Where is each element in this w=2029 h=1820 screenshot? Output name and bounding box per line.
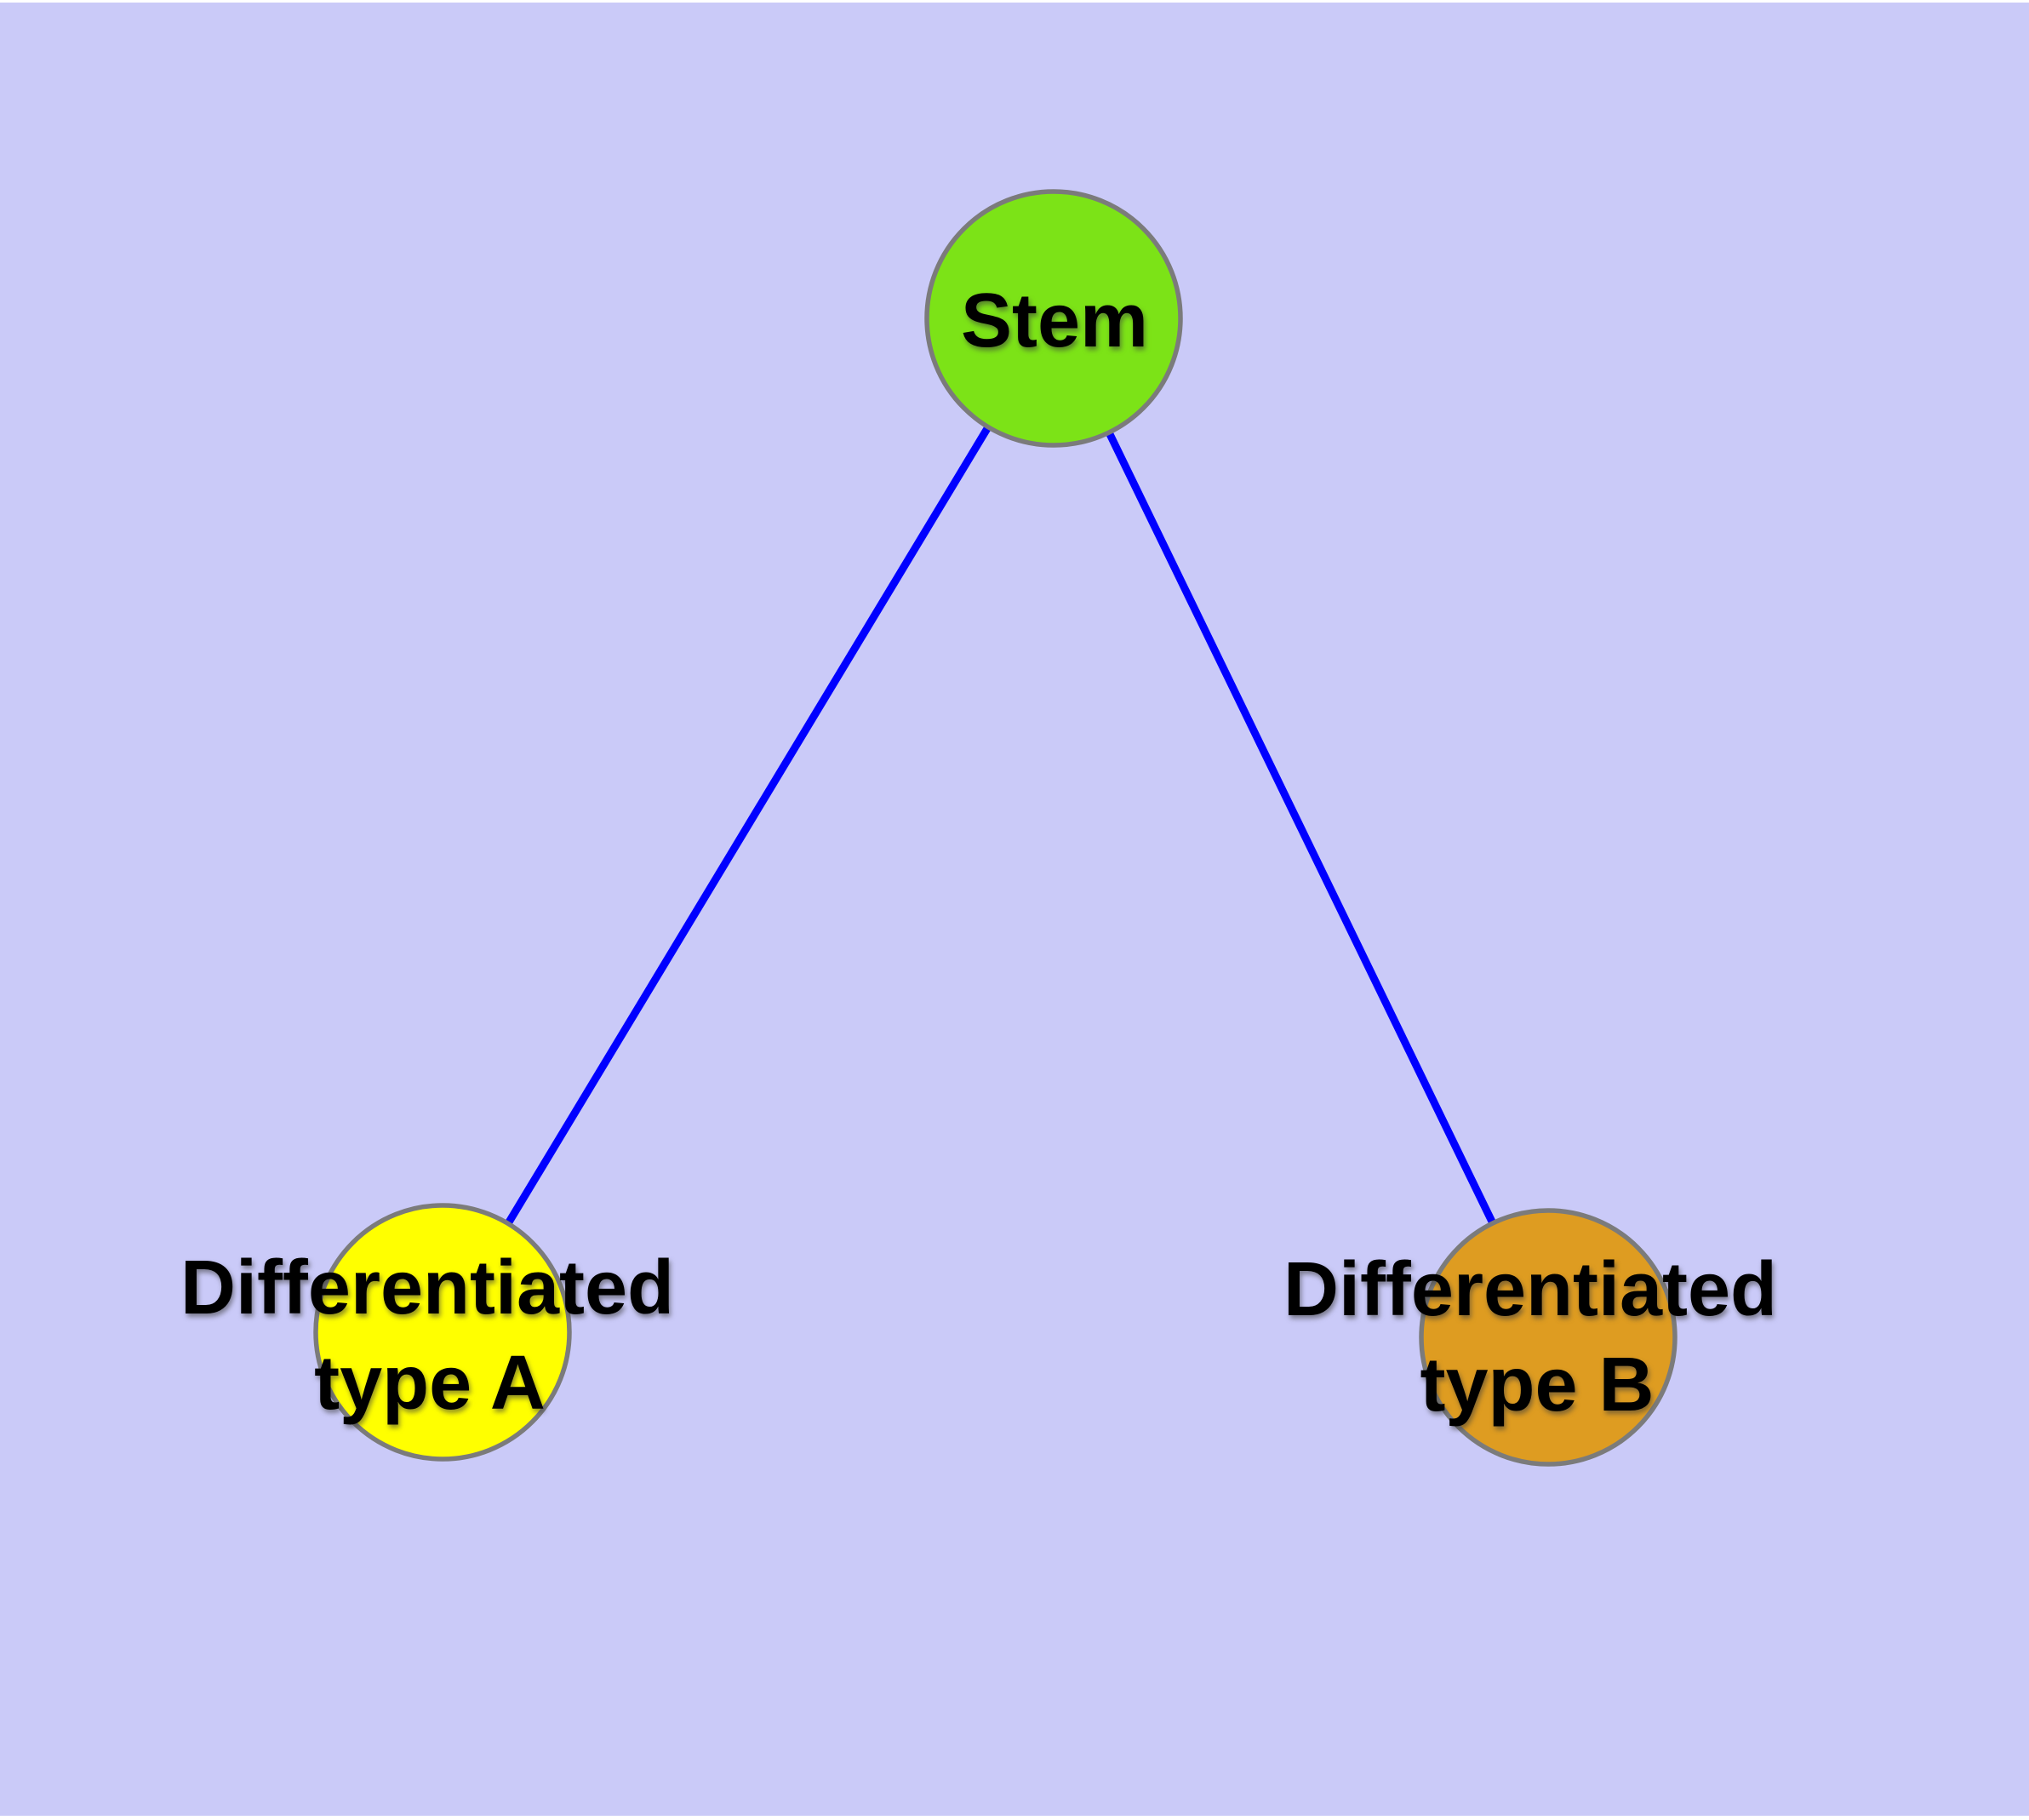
edge-stem-to-type-b xyxy=(1049,317,1552,1339)
stem-node-label: Stem xyxy=(961,278,1148,363)
type-a-node-label-line1: Differentiated xyxy=(180,1245,674,1331)
node-differentiated-type-a: Differentiated type A xyxy=(180,1203,674,1462)
node-differentiated-type-b: Differentiated type B xyxy=(1283,1208,1777,1467)
type-b-node-circle xyxy=(1419,1208,1677,1467)
type-a-node-label-line2: type A xyxy=(314,1341,546,1426)
stem-node-circle xyxy=(924,189,1183,448)
edge-stem-to-type-a xyxy=(439,316,1057,1335)
type-b-node-label-line2: type B xyxy=(1420,1342,1654,1428)
edge-group xyxy=(439,316,1552,1339)
type-b-node-label-line1: Differentiated xyxy=(1283,1247,1777,1332)
type-a-node-circle xyxy=(313,1203,572,1462)
node-stem: Stem xyxy=(924,189,1183,448)
